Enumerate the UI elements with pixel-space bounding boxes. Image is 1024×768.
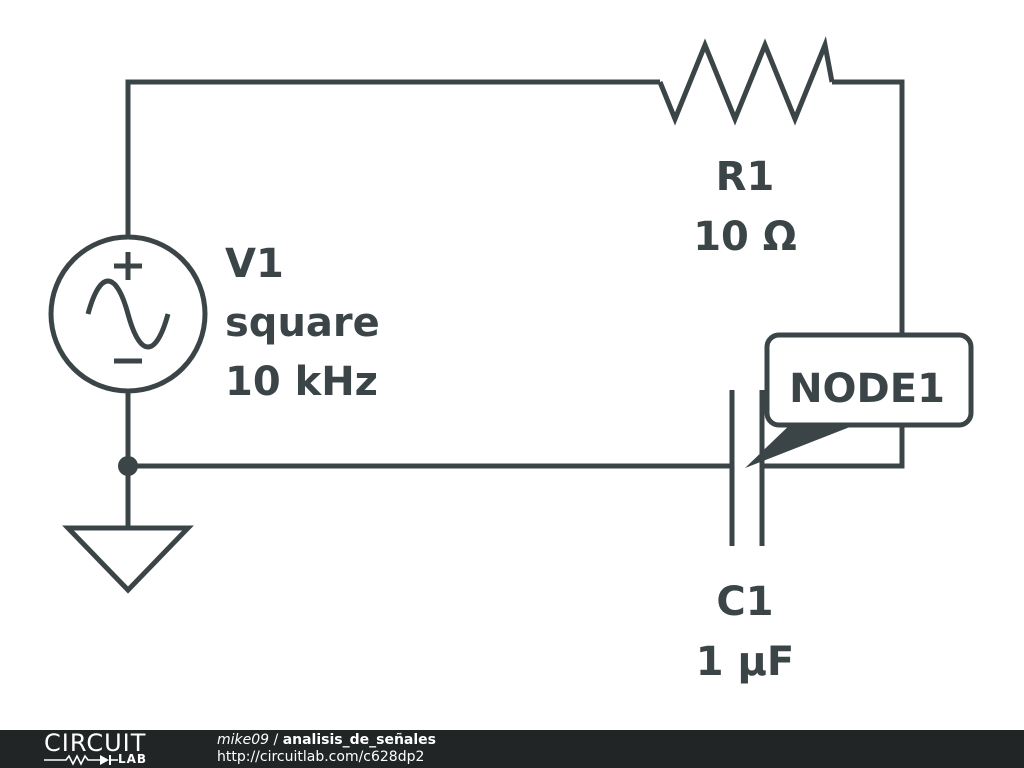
credit-separator: / <box>269 732 283 748</box>
v1-ref: V1 <box>225 241 284 287</box>
r1-ref: R1 <box>716 154 775 200</box>
node-label-text: NODE1 <box>789 366 945 412</box>
c1-value: 1 µF <box>696 639 795 685</box>
ground-symbol <box>62 525 194 594</box>
project-link[interactable]: analisis_de_señales <box>282 732 436 748</box>
v1-type: square <box>225 300 380 346</box>
circuitlab-logo[interactable]: CIRCUIT <box>44 729 147 757</box>
resistor-diode-icon <box>44 754 118 766</box>
project-url[interactable]: http://circuitlab.com/c628dp2 <box>217 749 425 765</box>
wire-node-to-capacitor <box>762 425 905 469</box>
wire-right <box>832 79 905 335</box>
voltage-source-v1 <box>48 234 208 394</box>
node-label: NODE1 <box>745 332 974 468</box>
c1-ref: C1 <box>716 579 773 625</box>
wire-bottom <box>125 392 732 469</box>
capacitor-c1 <box>729 390 765 546</box>
author-link[interactable]: mike09 <box>217 732 270 748</box>
v1-frequency: 10 kHz <box>225 359 378 405</box>
junction-dot <box>118 456 138 476</box>
circuit-schematic: NODE1 R1 10 Ω V1 square 10 kHz C1 1 µF <box>48 36 974 685</box>
circuitlab-logo-sub: LAB <box>118 752 148 766</box>
r1-value: 10 Ω <box>693 214 797 260</box>
credit-line: mike09 / analisis_de_señales <box>217 732 436 748</box>
wire-top <box>125 79 660 236</box>
footer-bar: CIRCUIT LAB mike09 / analisis_de_señales… <box>0 730 1024 768</box>
resistor-r1 <box>657 36 835 126</box>
